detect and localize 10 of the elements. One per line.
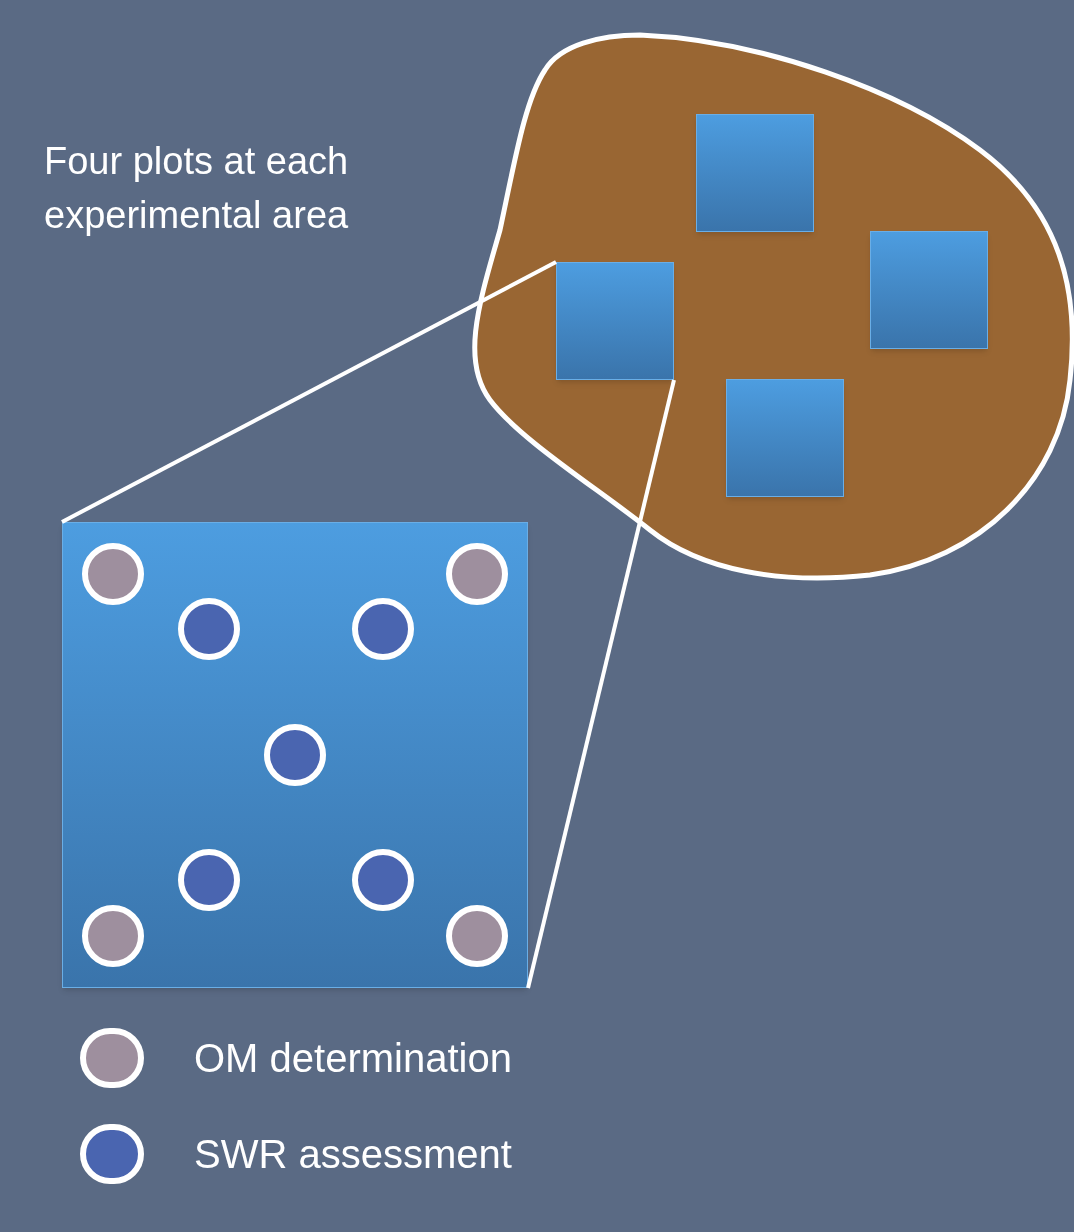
zoom-line (61, 260, 557, 524)
legend-text: SWR assessment (194, 1131, 512, 1178)
caption-text: Four plots at each experimental area (44, 139, 350, 238)
plot-square (870, 231, 988, 349)
plot-square (556, 262, 674, 380)
plot-square (696, 114, 814, 232)
zoom-line (526, 379, 676, 989)
plot-square (726, 379, 844, 497)
plot-enlarged (62, 522, 528, 988)
legend-text: OM determination (194, 1035, 512, 1082)
